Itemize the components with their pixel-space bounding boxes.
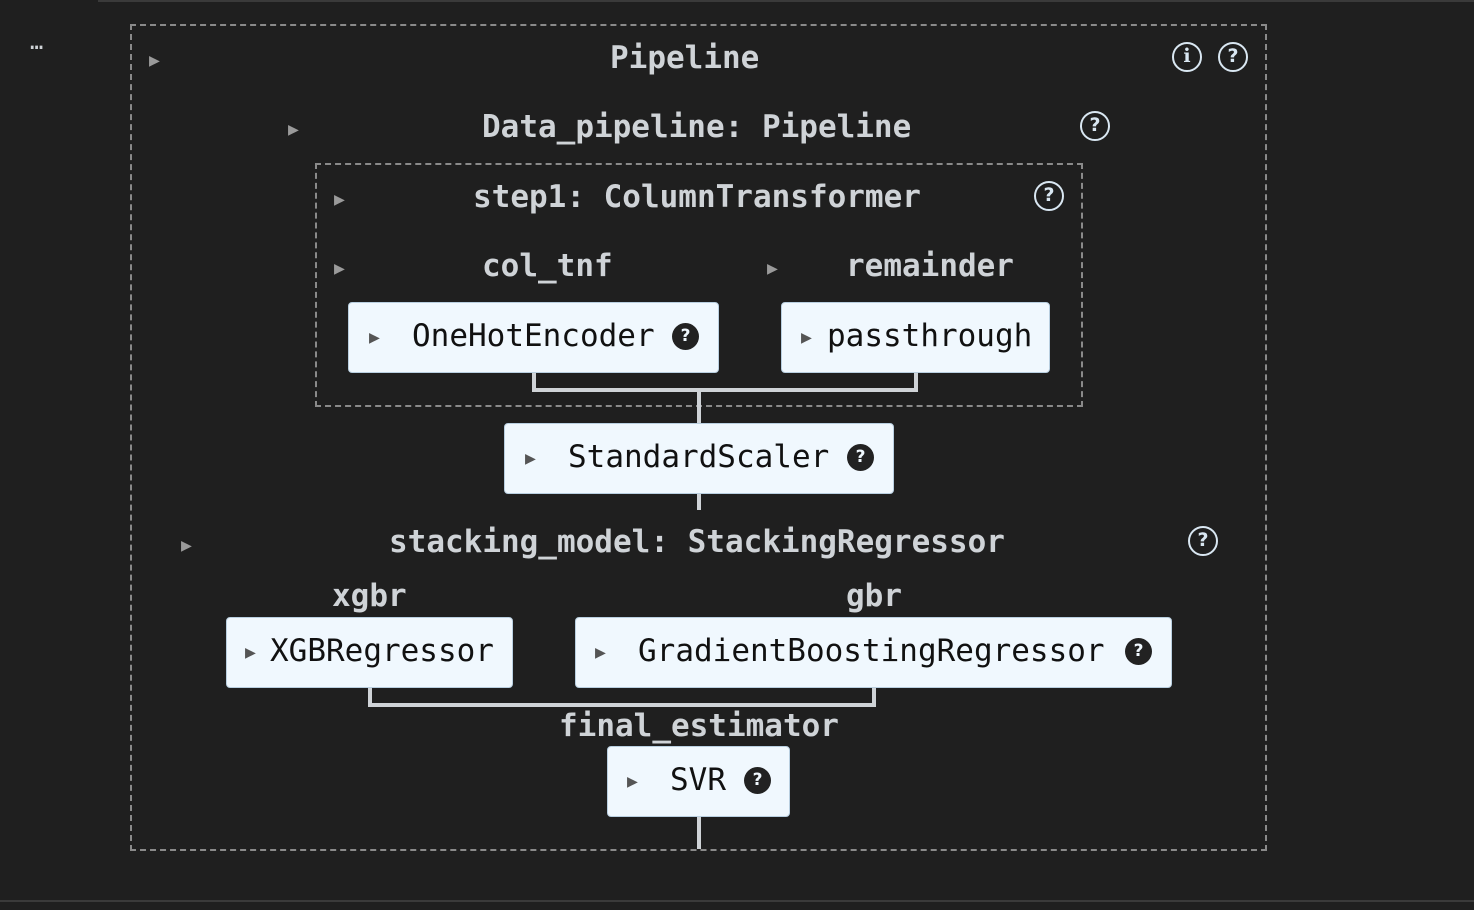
gradientboostingregressor-help-icon[interactable]: ? <box>1125 638 1152 665</box>
col-tnf-expand-toggle[interactable]: ▶ <box>334 258 345 279</box>
gbr-label: gbr <box>846 578 902 614</box>
stacking-model-help-icon[interactable]: ? <box>1188 526 1218 556</box>
info-icon[interactable]: i <box>1172 42 1202 72</box>
onehotencoder-help-icon[interactable]: ? <box>672 323 699 350</box>
stacking-model-title[interactable]: stacking_model: StackingRegressor <box>389 524 1005 560</box>
data-pipeline-title[interactable]: Data_pipeline: Pipeline <box>482 109 912 145</box>
connector <box>697 817 701 849</box>
passthrough-name: passthrough <box>827 318 1033 354</box>
final-estimator-label: final_estimator <box>559 708 839 744</box>
onehotencoder-name: OneHotEncoder <box>412 318 655 354</box>
connector <box>697 390 701 424</box>
svr-name: SVR <box>670 762 726 798</box>
passthrough-expand-toggle[interactable]: ▶ <box>801 327 812 348</box>
col-tnf-label[interactable]: col_tnf <box>482 248 613 284</box>
bottom-divider <box>0 900 1474 902</box>
pipeline-expand-toggle[interactable]: ▶ <box>149 50 160 71</box>
connector <box>532 373 536 392</box>
onehotencoder-expand-toggle[interactable]: ▶ <box>369 327 380 348</box>
pipeline-container <box>130 24 1267 851</box>
gradientboostingregressor-name: GradientBoostingRegressor <box>638 633 1105 669</box>
stacking-model-expand-toggle[interactable]: ▶ <box>181 535 192 556</box>
more-options-icon[interactable]: … <box>30 30 45 55</box>
xgbregressor-name: XGBRegressor <box>270 633 494 669</box>
svr-help-icon[interactable]: ? <box>744 767 771 794</box>
step1-help-icon[interactable]: ? <box>1034 181 1064 211</box>
standardscaler-estimator[interactable]: ▶ StandardScaler ? <box>504 423 894 494</box>
standardscaler-help-icon[interactable]: ? <box>847 444 874 471</box>
svr-estimator[interactable]: ▶ SVR ? <box>607 746 790 817</box>
pipeline-title[interactable]: Pipeline <box>610 40 760 76</box>
data-pipeline-help-icon[interactable]: ? <box>1080 111 1110 141</box>
connector <box>914 373 918 392</box>
svr-expand-toggle[interactable]: ▶ <box>627 771 638 792</box>
top-divider <box>98 0 1474 2</box>
connector <box>532 388 918 392</box>
xgbr-label: xgbr <box>332 578 407 614</box>
xgbregressor-expand-toggle[interactable]: ▶ <box>245 642 256 663</box>
standardscaler-expand-toggle[interactable]: ▶ <box>525 448 536 469</box>
connector <box>697 494 701 510</box>
connector <box>368 688 372 707</box>
step1-title[interactable]: step1: ColumnTransformer <box>473 179 921 215</box>
pipeline-help-icon[interactable]: ? <box>1218 42 1248 72</box>
xgbregressor-estimator[interactable]: ▶ XGBRegressor <box>226 617 513 688</box>
data-pipeline-expand-toggle[interactable]: ▶ <box>288 119 299 140</box>
step1-expand-toggle[interactable]: ▶ <box>334 189 345 210</box>
remainder-label[interactable]: remainder <box>846 248 1014 284</box>
gradientboostingregressor-expand-toggle[interactable]: ▶ <box>595 642 606 663</box>
onehotencoder-estimator[interactable]: ▶ OneHotEncoder ? <box>348 302 719 373</box>
connector <box>872 688 876 707</box>
gradientboostingregressor-estimator[interactable]: ▶ GradientBoostingRegressor ? <box>575 617 1172 688</box>
standardscaler-name: StandardScaler <box>568 439 830 475</box>
passthrough-estimator[interactable]: ▶ passthrough <box>781 302 1050 373</box>
connector <box>368 703 876 707</box>
remainder-expand-toggle[interactable]: ▶ <box>767 258 778 279</box>
